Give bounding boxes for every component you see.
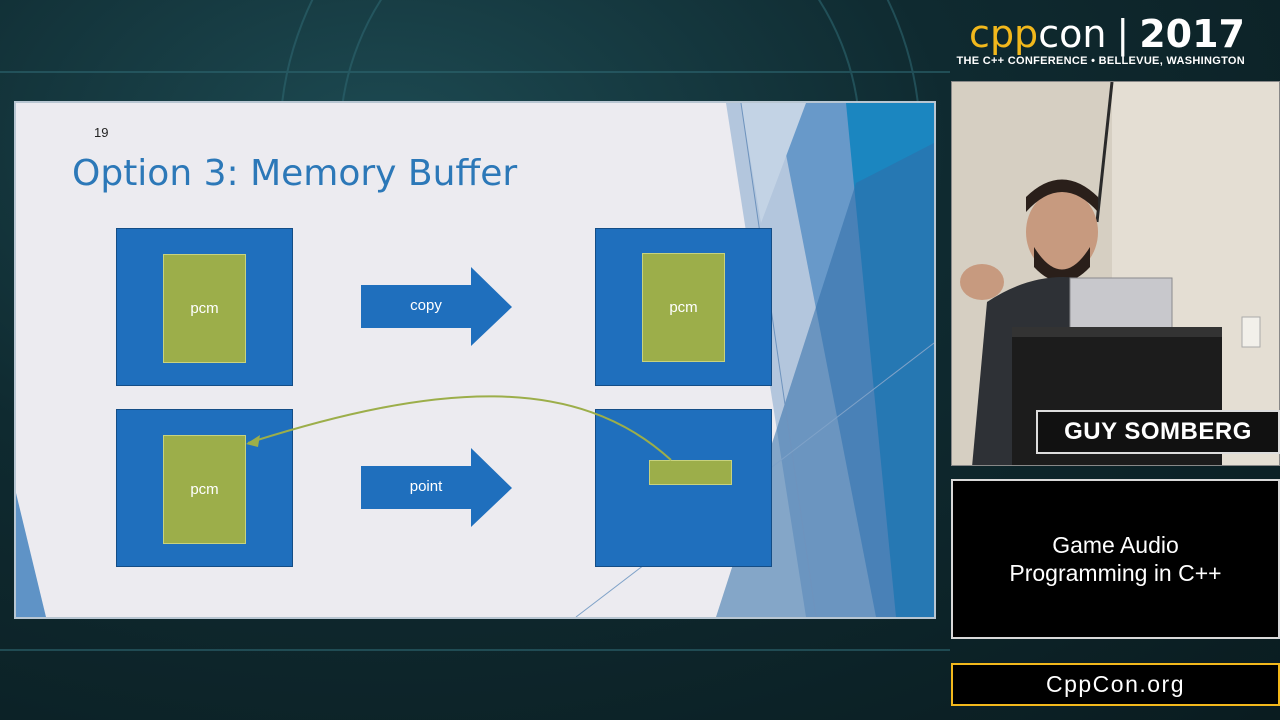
slide-title: Option 3: Memory Buffer [72,153,518,194]
pcm-block: pcm [163,435,246,544]
pointer-block [649,460,732,485]
pcm-block-copied: pcm [642,253,725,362]
pcm-block: pcm [163,254,246,363]
speaker-video [951,81,1280,466]
talk-title-line1: Game Audio [1052,532,1179,558]
logo-cpp-text: cpp [969,12,1039,56]
slide-number: 19 [94,125,109,140]
conference-tagline: THE C++ CONFERENCE • BELLEVUE, WASHINGTO… [956,55,1245,67]
talk-title-line2: Programming in C++ [1009,560,1222,586]
logo-separator: | [1116,12,1130,56]
speaker-image [952,82,1279,465]
point-arrow-label: point [409,478,443,495]
pointer-curve [246,395,672,461]
logo-year: 2017 [1139,12,1245,56]
pcm-label: pcm [190,300,219,317]
pcm-label: pcm [669,299,698,316]
source-buffer-box-row1: pcm [116,228,293,386]
website-link[interactable]: CppCon.org [951,663,1280,706]
talk-title-box: Game Audio Programming in C++ [951,479,1280,639]
source-buffer-box-row2: pcm [116,409,293,567]
copy-arrow [361,267,512,346]
copy-arrow-label: copy [410,297,442,314]
logo-con-text: con [1038,12,1107,56]
conference-banner: cppcon|2017 THE C++ CONFERENCE • BELLEVU… [955,8,1265,70]
presentation-slide: 19 Option 3: Memory Buffer pcm copy pcm … [14,101,936,619]
destination-buffer-box-row1: pcm [595,228,772,386]
pcm-label: pcm [190,481,219,498]
point-arrow [361,448,512,527]
cppcon-logo: cppcon|2017 [969,14,1245,54]
speaker-name-plate: GUY SOMBERG [1036,410,1280,454]
destination-buffer-box-row2 [595,409,772,567]
